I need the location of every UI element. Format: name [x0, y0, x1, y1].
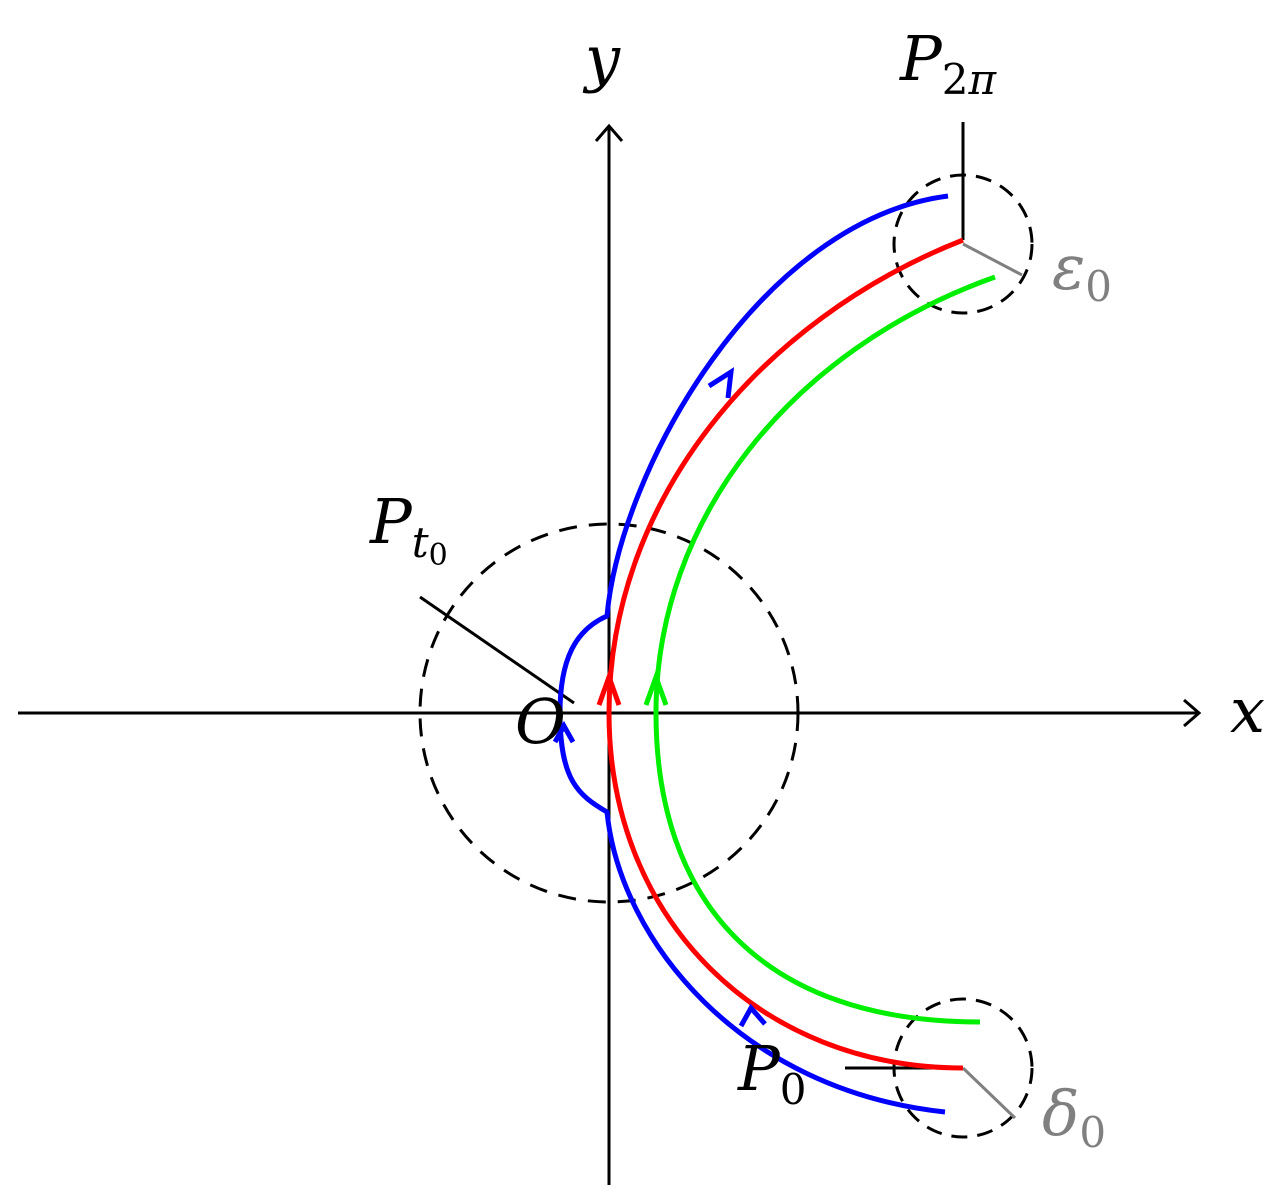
pt0-main: P: [369, 485, 413, 558]
blue-curve-arrow-lower: [738, 1003, 767, 1028]
p2pi-sub-sym: π: [967, 55, 997, 104]
p2pi-sub-digit: 2: [942, 55, 969, 104]
x-axis-label: x: [1230, 674, 1265, 747]
y-axis-label: y: [582, 22, 621, 95]
delta0-label: δ0: [1042, 1077, 1106, 1157]
pt0-sub-digit: 0: [429, 538, 448, 573]
pt0-sub-var: t: [412, 518, 429, 567]
blue-curve-arrow-upper: [707, 367, 735, 399]
big-dashed-circle: [418, 522, 800, 904]
delta-radius-line: [961, 1066, 1017, 1120]
x-axis-arrowhead: [1183, 698, 1202, 728]
pt0-radius-line: [419, 595, 575, 705]
p2pi-main: P: [899, 22, 943, 95]
green-curve-arrow: [643, 669, 669, 706]
red-curve-arrow: [596, 669, 622, 706]
red-curve: [606, 237, 964, 1071]
green-curve: [653, 274, 996, 1025]
p2pi-label: P2π: [899, 22, 997, 104]
origin-label: O: [515, 685, 566, 758]
p0-sub-digit: 0: [780, 1065, 807, 1114]
epsilon0-main: ε: [1052, 231, 1085, 304]
epsilon-radius-line: [962, 242, 1023, 277]
epsilon0-label: ε0: [1052, 231, 1112, 311]
p0-main: P: [737, 1032, 781, 1105]
pt0-label: Pt0: [369, 485, 448, 573]
delta0-main: δ: [1042, 1077, 1079, 1150]
epsilon0-sub-digit: 0: [1085, 262, 1112, 311]
delta0-sub-digit: 0: [1079, 1108, 1106, 1157]
blue-curve: [557, 193, 949, 1115]
blue-curve-arrow-left: [552, 720, 576, 744]
p0-label: P0: [737, 1032, 806, 1114]
y-axis-arrowhead: [594, 123, 624, 142]
